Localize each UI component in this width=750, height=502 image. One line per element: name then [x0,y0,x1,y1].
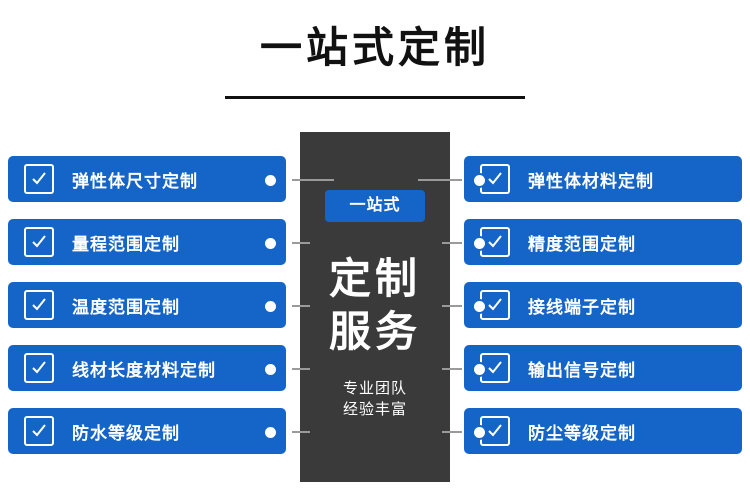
feature-item-label: 线材长度材料定制 [72,360,216,380]
feature-item-right-5[interactable]: 防尘等级定制 [464,408,742,454]
feature-item-label: 精度范围定制 [528,234,636,254]
connector-dot [263,362,278,377]
connector-dot [472,299,487,314]
center-subtext-line1: 专业团队 [342,380,407,397]
connector-left-2 [292,242,310,244]
feature-item-label: 防水等级定制 [72,423,180,443]
feature-item-label: 接线端子定制 [528,297,636,317]
connector-dot [472,425,487,440]
connector-right-4 [442,368,462,370]
connector-left-4 [292,368,310,370]
feature-item-label: 弹性体尺寸定制 [72,171,198,191]
check-icon [24,353,54,383]
title-block: 一站式定制 [0,22,750,74]
check-icon [24,227,54,257]
connector-dot [472,173,487,188]
feature-item-label: 防尘等级定制 [528,423,636,443]
feature-item-right-3[interactable]: 接线端子定制 [464,282,742,328]
feature-item-right-2[interactable]: 精度范围定制 [464,219,742,265]
connector-dot [472,362,487,377]
connector-dot [263,236,278,251]
connector-dot [263,299,278,314]
connector-right-1 [418,179,462,181]
connector-dot [263,173,278,188]
feature-item-label: 量程范围定制 [72,234,180,254]
feature-item-label: 温度范围定制 [72,297,180,317]
connector-right-3 [442,305,462,307]
connector-right-2 [442,242,462,244]
feature-item-label: 弹性体材料定制 [528,171,654,191]
feature-item-left-1[interactable]: 弹性体尺寸定制 [8,156,286,202]
feature-item-right-1[interactable]: 弹性体材料定制 [464,156,742,202]
connector-dot [472,236,487,251]
connector-dot [263,425,278,440]
connector-left-1 [292,179,334,181]
feature-item-right-4[interactable]: 输出信号定制 [464,345,742,391]
feature-item-left-2[interactable]: 量程范围定制 [8,219,286,265]
feature-item-label: 输出信号定制 [528,360,636,380]
page-title: 一站式定制 [259,24,490,71]
check-icon [24,290,54,320]
center-badge: 一站式 [325,190,425,222]
title-underline [225,96,525,99]
connector-right-5 [442,431,462,433]
connector-left-3 [292,305,310,307]
center-heading-line1: 定制 [328,255,421,302]
connector-left-5 [292,431,310,433]
check-icon [24,164,54,194]
center-heading-line2: 服务 [328,308,421,355]
feature-item-left-5[interactable]: 防水等级定制 [8,408,286,454]
feature-item-left-3[interactable]: 温度范围定制 [8,282,286,328]
center-subtext-line2: 经验丰富 [342,401,407,418]
feature-item-left-4[interactable]: 线材长度材料定制 [8,345,286,391]
check-icon [24,416,54,446]
